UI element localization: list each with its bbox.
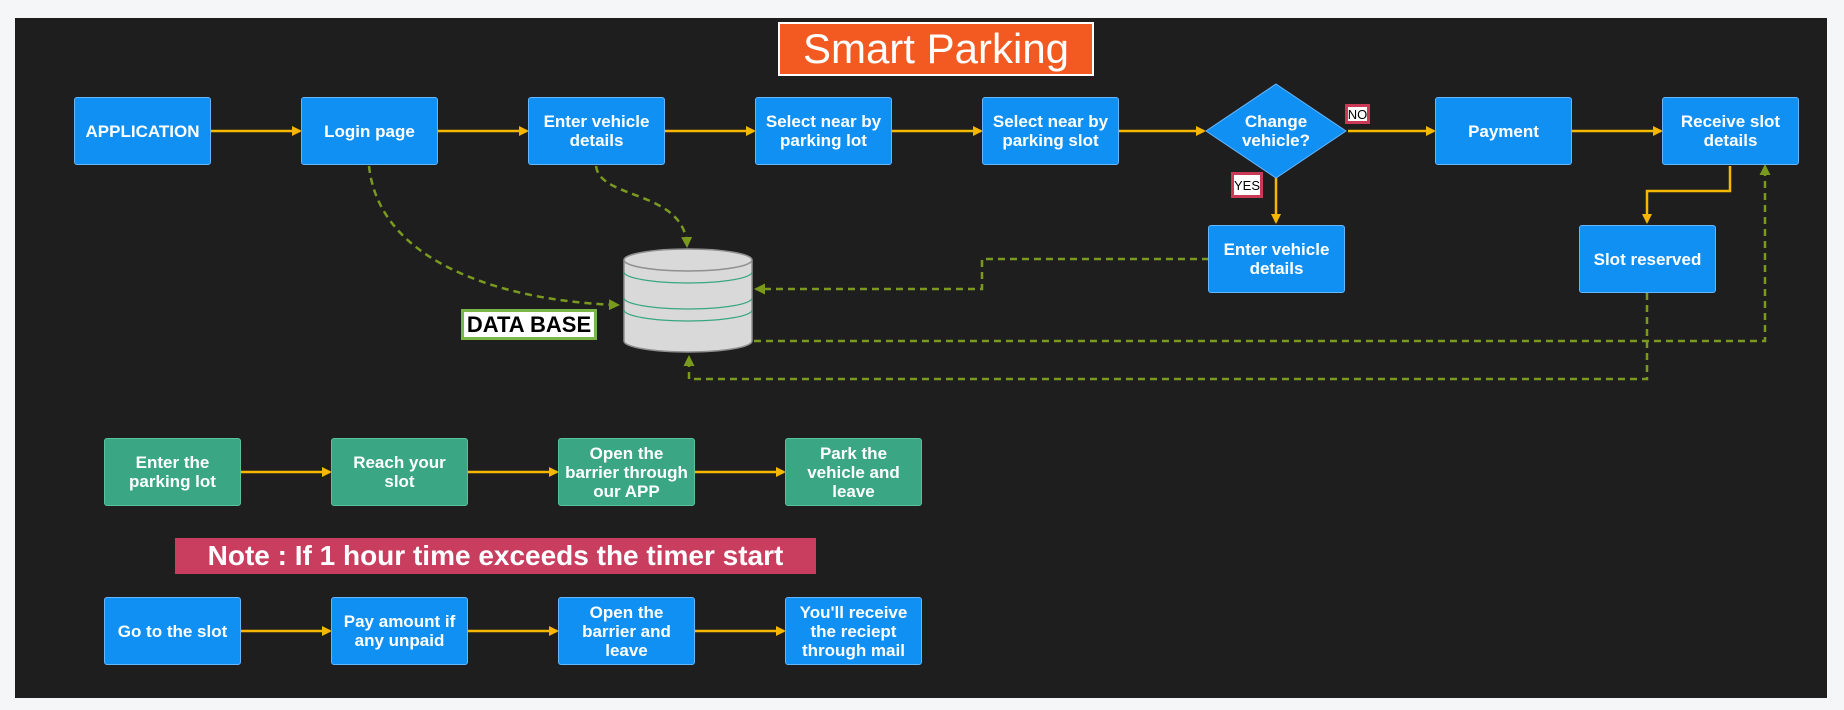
node-application[interactable]: APPLICATION xyxy=(74,97,211,165)
node-open-barrier-app[interactable]: Open the barrier through our APP xyxy=(558,438,695,506)
node-slot-reserved[interactable]: Slot reserved xyxy=(1579,225,1716,293)
yes-tag: YES xyxy=(1231,172,1263,198)
node-enter-vehicle-details-2[interactable]: Enter vehicle details xyxy=(1208,225,1345,293)
node-select-parking-lot[interactable]: Select near by parking lot xyxy=(755,97,892,165)
note-banner: Note : If 1 hour time exceeds the timer … xyxy=(175,538,816,574)
database-label: DATA BASE xyxy=(461,309,597,340)
node-enter-vehicle-details[interactable]: Enter vehicle details xyxy=(528,97,665,165)
node-open-barrier-leave[interactable]: Open the barrier and leave xyxy=(558,597,695,665)
node-enter-parking-lot[interactable]: Enter the parking lot xyxy=(104,438,241,506)
decision-label[interactable]: Change vehicle? xyxy=(1241,112,1311,150)
node-park-and-leave[interactable]: Park the vehicle and leave xyxy=(785,438,922,506)
page-title: Smart Parking xyxy=(778,22,1094,76)
node-receive-slot-details[interactable]: Receive slot details xyxy=(1662,97,1799,165)
no-tag: NO xyxy=(1345,104,1370,124)
node-pay-unpaid[interactable]: Pay amount if any unpaid xyxy=(331,597,468,665)
node-go-to-slot[interactable]: Go to the slot xyxy=(104,597,241,665)
node-reach-slot[interactable]: Reach your slot xyxy=(331,438,468,506)
node-login-page[interactable]: Login page xyxy=(301,97,438,165)
node-receive-receipt[interactable]: You'll receive the reciept through mail xyxy=(785,597,922,665)
node-select-parking-slot[interactable]: Select near by parking slot xyxy=(982,97,1119,165)
node-payment[interactable]: Payment xyxy=(1435,97,1572,165)
